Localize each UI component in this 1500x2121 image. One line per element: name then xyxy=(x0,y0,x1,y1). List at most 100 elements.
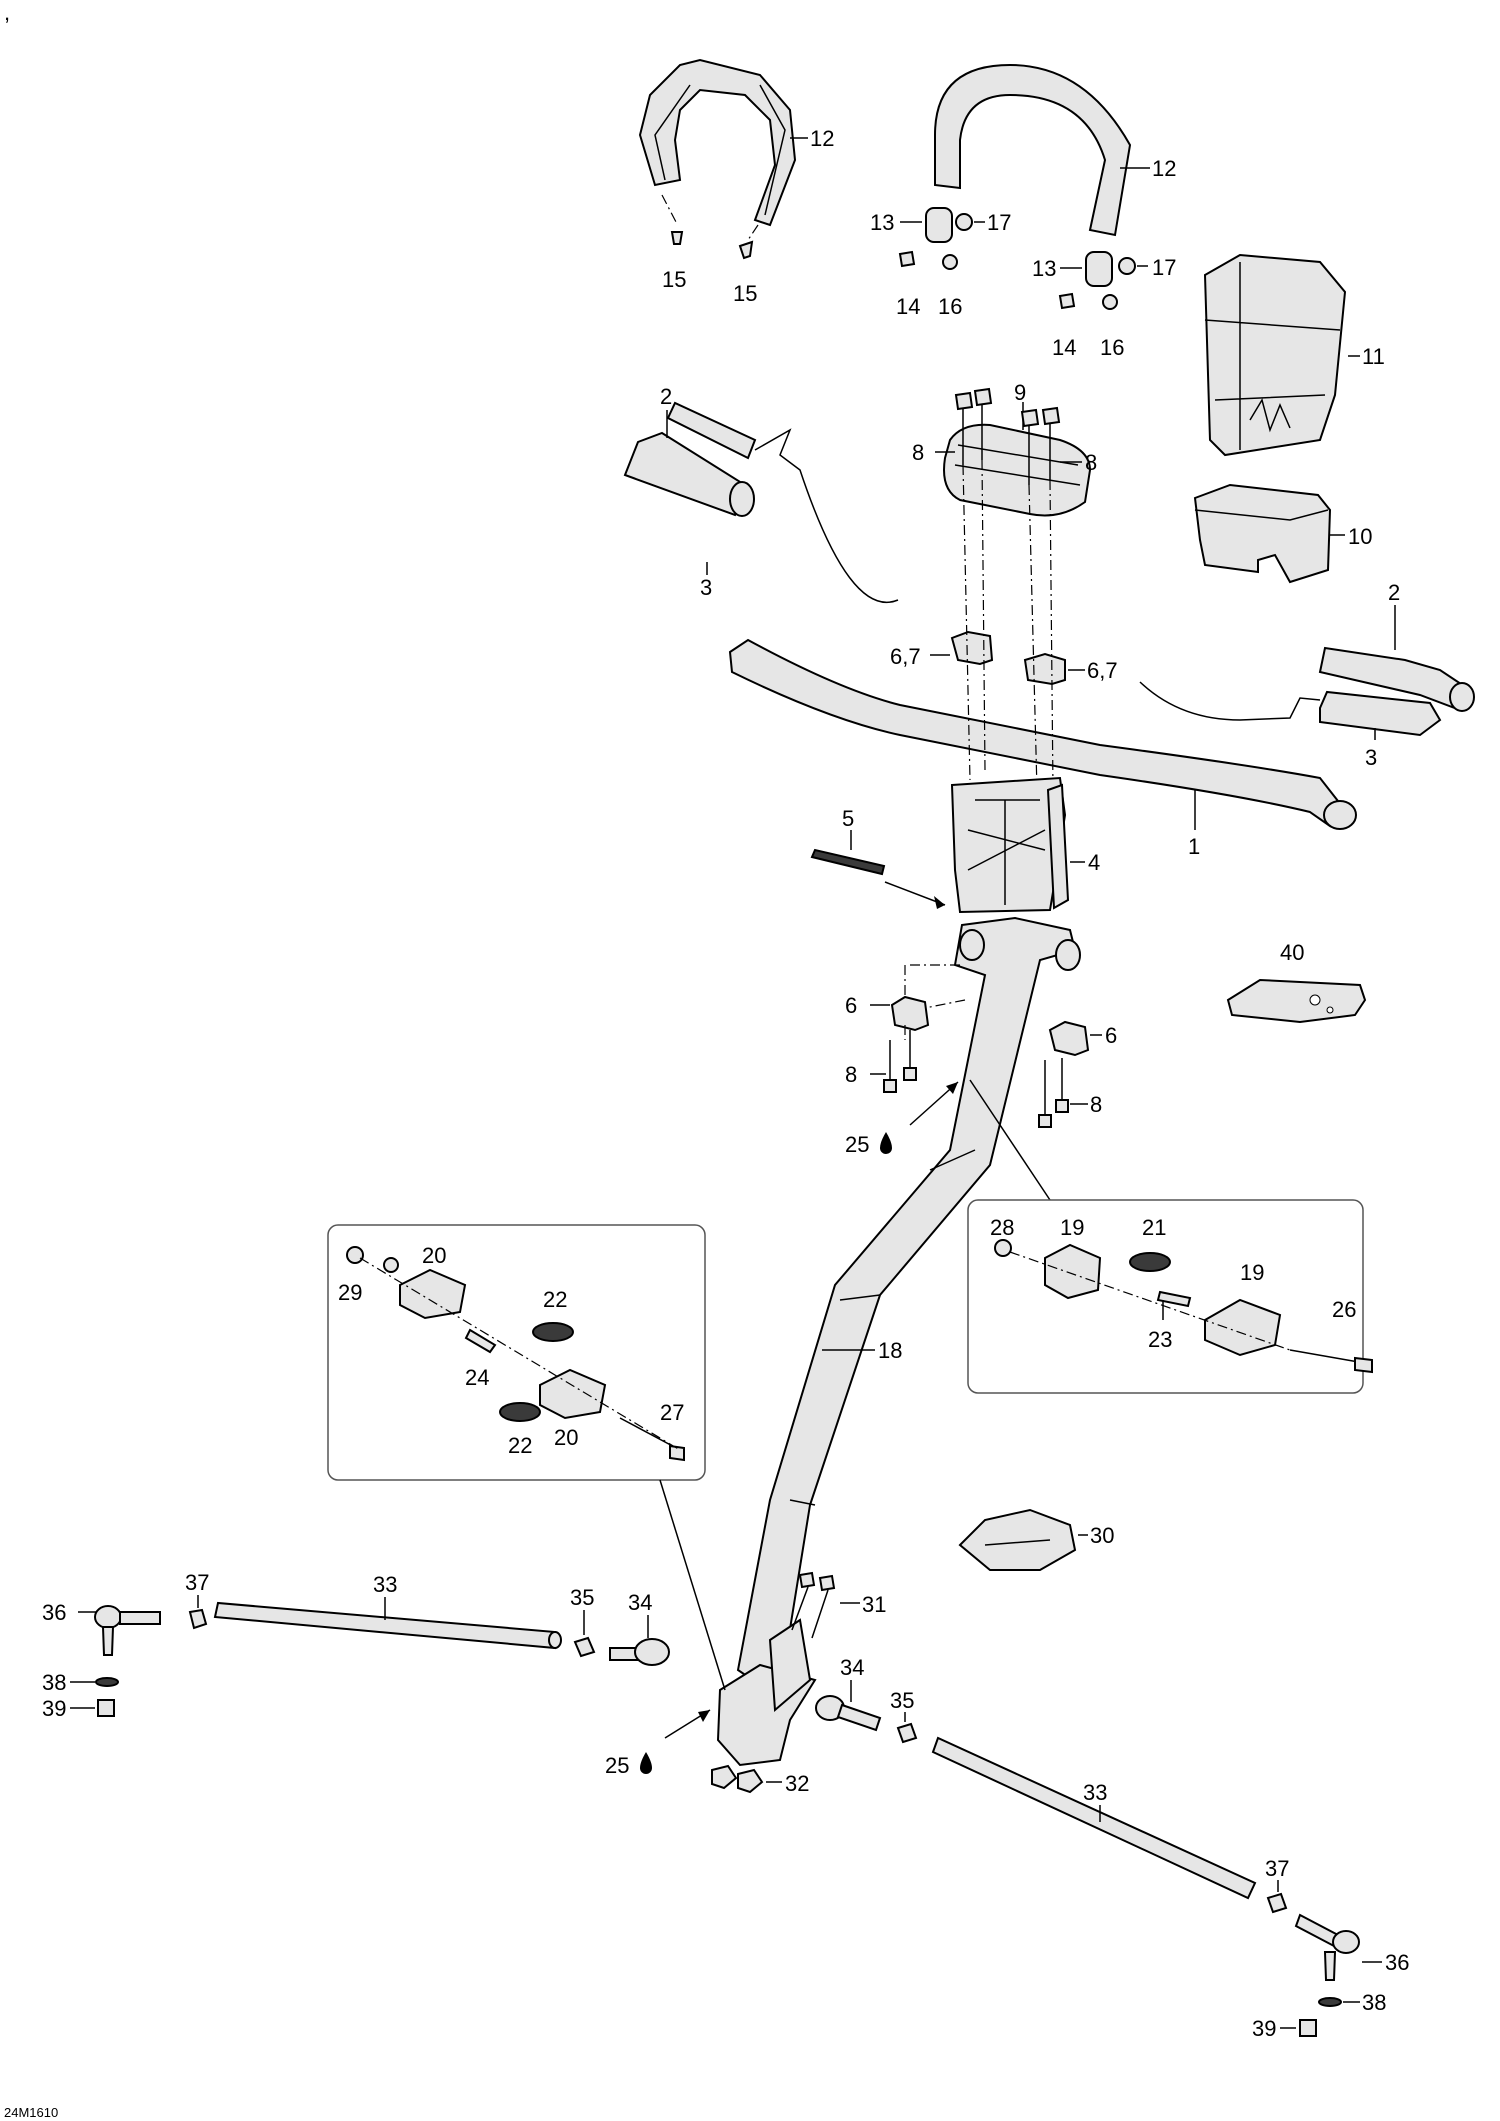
screw-15-left xyxy=(661,194,684,245)
callout-6-lower-right: 6 xyxy=(1105,1023,1117,1048)
bracket-20-upper xyxy=(399,1268,467,1320)
callout-28: 28 xyxy=(990,1215,1014,1240)
screw-15-right xyxy=(738,224,759,260)
callout-22-lower: 22 xyxy=(508,1433,532,1458)
clamp-13-right xyxy=(1085,251,1113,287)
ring-22-lower xyxy=(499,1402,541,1422)
callout-8-upper-right: 8 xyxy=(1085,450,1097,475)
riser-block-4 xyxy=(950,776,1070,914)
callout-13-right: 13 xyxy=(1032,256,1056,281)
callout-6-7-right: 6,7 xyxy=(1087,658,1118,683)
cover-10 xyxy=(1193,483,1332,584)
callout-17-right: 17 xyxy=(1152,255,1176,280)
nut-17-right xyxy=(1118,257,1136,275)
nut-17-left xyxy=(955,213,973,231)
inset-box-right xyxy=(967,1199,1364,1394)
callout-18: 18 xyxy=(878,1338,902,1363)
handlebar-pad-9 xyxy=(943,423,1092,517)
bushing-19-left xyxy=(1044,1243,1102,1300)
callout-6-lower-left: 6 xyxy=(845,993,857,1018)
washer-29b xyxy=(383,1257,399,1273)
callout-24: 24 xyxy=(465,1365,489,1390)
tie-rod-end-36-left xyxy=(94,1605,161,1656)
callout-27: 27 xyxy=(660,1400,684,1425)
callout-30: 30 xyxy=(1090,1523,1114,1548)
callout-38-left: 38 xyxy=(42,1670,66,1695)
callout-29: 29 xyxy=(338,1280,362,1305)
corner-mark: , xyxy=(4,0,10,25)
callout-32: 32 xyxy=(785,1771,809,1796)
tie-rod-33-right xyxy=(931,1736,1257,1900)
bolt-14-left xyxy=(898,250,916,268)
bolt-27 xyxy=(669,1444,685,1462)
handlebar-1 xyxy=(728,638,1357,830)
callout-2-right: 2 xyxy=(1388,580,1400,605)
callout-8-lower-left: 8 xyxy=(845,1062,857,1087)
callout-22-upper: 22 xyxy=(543,1287,567,1312)
grip-2-left xyxy=(623,431,755,517)
callout-21: 21 xyxy=(1142,1215,1166,1240)
callout-8-lower-right: 8 xyxy=(1090,1092,1102,1117)
callout-12-right: 12 xyxy=(1152,156,1176,181)
callout-33-left: 33 xyxy=(373,1572,397,1597)
callout-15-right: 15 xyxy=(733,281,757,306)
callout-40: 40 xyxy=(1280,940,1304,965)
callout-39-right: 39 xyxy=(1252,2016,1276,2041)
oil-drop-icon-lower xyxy=(640,1752,652,1774)
inner-tie-rod-end-34-left xyxy=(609,1638,670,1666)
nut-16-right xyxy=(1102,294,1118,310)
callout-3-left: 3 xyxy=(700,575,712,600)
callout-25-lower: 25 xyxy=(605,1753,629,1778)
callout-9: 9 xyxy=(1014,380,1026,405)
strip-5 xyxy=(810,848,886,876)
bolts-31 xyxy=(791,1571,836,1639)
nut-28 xyxy=(994,1239,1012,1257)
grip-2-right xyxy=(1318,646,1475,712)
plate-40 xyxy=(1226,978,1367,1024)
boot-30 xyxy=(958,1508,1077,1571)
callout-35-left: 35 xyxy=(570,1585,594,1610)
diagram-code: 24M1610 xyxy=(4,2105,58,2120)
bolts-8-upper-right xyxy=(1020,406,1061,485)
callout-35-right: 35 xyxy=(890,1688,914,1713)
clamp-6-7-left xyxy=(950,630,994,666)
callout-38-right: 38 xyxy=(1362,1990,1386,2015)
callout-19-right: 19 xyxy=(1240,1260,1264,1285)
washer-38-left xyxy=(95,1677,119,1687)
pin-23 xyxy=(1156,1290,1192,1308)
clamp-6-7-right xyxy=(1023,652,1066,686)
callout-36-right: 36 xyxy=(1385,1950,1409,1975)
nut-35-right xyxy=(896,1722,918,1744)
callout-14-left: 14 xyxy=(896,294,920,319)
clamp-6-lower-right xyxy=(1048,1020,1090,1057)
callout-36-left: 36 xyxy=(42,1600,66,1625)
spacer-24 xyxy=(464,1328,497,1354)
callout-13-left: 13 xyxy=(870,210,894,235)
callout-5: 5 xyxy=(842,806,854,831)
bushing-19-right xyxy=(1204,1298,1282,1357)
callout-33-right: 33 xyxy=(1083,1780,1107,1805)
callout-26: 26 xyxy=(1332,1297,1356,1322)
callout-4: 4 xyxy=(1088,850,1100,875)
nut-35-left xyxy=(573,1636,596,1658)
heated-grip-3-left xyxy=(666,401,899,603)
callout-34-left: 34 xyxy=(628,1590,652,1615)
callout-37-left: 37 xyxy=(185,1570,209,1595)
callout-25-upper: 25 xyxy=(845,1132,869,1157)
callout-12-left: 12 xyxy=(810,126,834,151)
callout-10: 10 xyxy=(1348,524,1372,549)
callout-39-left: 39 xyxy=(42,1696,66,1721)
nut-16-left xyxy=(942,254,958,270)
washer-38-right xyxy=(1318,1997,1342,2007)
callout-19-left: 19 xyxy=(1060,1215,1084,1240)
nut-39-left xyxy=(97,1699,115,1717)
bolts-8-lower-left xyxy=(883,1025,917,1093)
clamp-13-left xyxy=(925,207,953,243)
nut-32-a xyxy=(711,1764,738,1790)
nut-37-right xyxy=(1266,1892,1288,1914)
callout-31: 31 xyxy=(862,1592,886,1617)
callout-6-7-left: 6,7 xyxy=(890,644,921,669)
callout-11: 11 xyxy=(1362,344,1385,369)
callout-37-right: 37 xyxy=(1265,1856,1289,1881)
